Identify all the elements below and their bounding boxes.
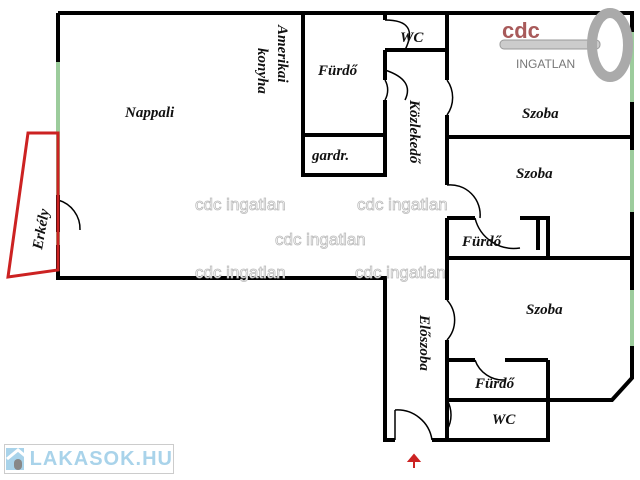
room-label-erkely: Erkély xyxy=(30,207,53,251)
watermark: cdc ingatlan xyxy=(357,195,448,214)
balcony-outline xyxy=(6,131,60,279)
room-label-wc: WC xyxy=(492,412,516,428)
room-label-nappali: Nappali xyxy=(124,105,175,121)
room-label-amerikai: Amerikai xyxy=(274,24,290,83)
room-label-konyha: konyha xyxy=(254,48,270,94)
cdc-key-logo: cdc INGATLAN xyxy=(499,8,633,82)
room-label-furdo: Fürdő xyxy=(474,376,516,392)
room-label-szoba: Szoba xyxy=(522,106,559,122)
room-label-gardrob: gardr. xyxy=(311,148,349,164)
windows xyxy=(56,32,634,346)
door-swings xyxy=(57,19,521,441)
logo-text: LAKASOK.HU xyxy=(29,447,173,470)
room-label-eloszoba: Előszoba xyxy=(416,314,432,371)
room-label-kozlekedo: Közlekedő xyxy=(406,99,422,165)
room-label-szoba: Szoba xyxy=(516,166,553,182)
room-label-furdo: Fürdő xyxy=(461,234,503,250)
room-label-szoba: Szoba xyxy=(526,302,563,318)
watermark: cdc ingatlan xyxy=(195,195,286,214)
room-label-wc: WC xyxy=(400,30,424,46)
watermark: cdc ingatlan xyxy=(195,263,286,282)
logo-cdc-text: cdc xyxy=(502,18,540,43)
watermark: cdc ingatlan xyxy=(355,263,446,282)
entrance-arrow-icon xyxy=(406,453,422,468)
room-label-furdo: Fürdő xyxy=(317,63,359,79)
watermark: cdc ingatlan xyxy=(275,230,366,249)
lakasok-logo[interactable]: LAKASOK.HU xyxy=(4,444,174,474)
logo-ingatlan-text: INGATLAN xyxy=(516,57,575,71)
house-icon xyxy=(6,448,24,470)
